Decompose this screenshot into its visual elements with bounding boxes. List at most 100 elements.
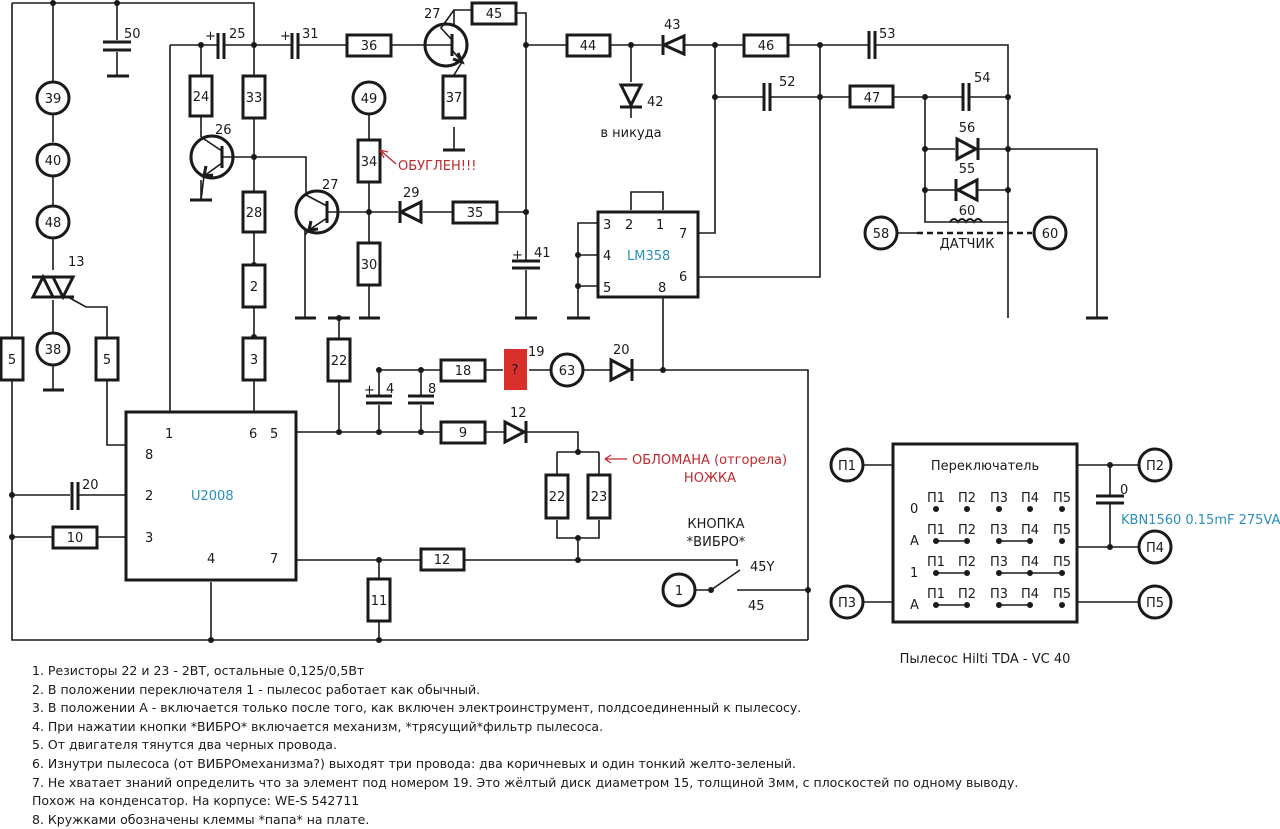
resistor-34: 34 bbox=[356, 138, 382, 184]
switch-contact bbox=[1027, 506, 1033, 512]
switch-contact bbox=[933, 570, 939, 576]
svg-text:3: 3 bbox=[145, 531, 153, 546]
svg-text:63: 63 bbox=[559, 364, 576, 379]
resistor-3: 3 bbox=[241, 336, 267, 382]
svg-text:29: 29 bbox=[403, 186, 420, 201]
diode-29: 29 bbox=[397, 186, 423, 225]
switch-pin-label: П1 bbox=[927, 587, 945, 602]
svg-text:43: 43 bbox=[664, 18, 681, 33]
svg-text:П3: П3 bbox=[838, 596, 856, 611]
svg-text:12: 12 bbox=[434, 553, 451, 568]
resistor-12: 12 bbox=[419, 547, 466, 572]
resistor-22-parallel: 22 bbox=[544, 473, 570, 520]
svg-text:58: 58 bbox=[873, 227, 890, 242]
terminal-49: 49 bbox=[351, 80, 387, 116]
svg-text:в никуда: в никуда bbox=[600, 126, 661, 141]
svg-text:KBN1560 0.15mF 275VAC: KBN1560 0.15mF 275VAC bbox=[1121, 513, 1280, 528]
note-line: 8. Кружками обозначены клеммы *папа* на … bbox=[32, 811, 370, 827]
switch-contact bbox=[933, 506, 939, 512]
resistor-5-left: 5 bbox=[0, 336, 25, 382]
note-line: 1. Резисторы 22 и 23 - 2ВТ, остальные 0,… bbox=[32, 663, 365, 678]
switch-contact bbox=[1059, 570, 1065, 576]
svg-text:11: 11 bbox=[371, 594, 388, 609]
svg-text:31: 31 bbox=[302, 27, 319, 42]
svg-text:18: 18 bbox=[455, 364, 472, 379]
resistor-36: 36 bbox=[345, 33, 393, 58]
svg-text:0: 0 bbox=[1120, 483, 1128, 498]
resistor-22: 22 bbox=[326, 337, 352, 383]
terminal-60: 60 bbox=[1032, 215, 1068, 251]
capacitor-50: 50 bbox=[103, 27, 141, 52]
svg-text:5: 5 bbox=[8, 353, 16, 368]
switch-contact bbox=[996, 602, 1002, 608]
switch-contact bbox=[996, 506, 1002, 512]
svg-text:8: 8 bbox=[658, 281, 666, 296]
svg-text:36: 36 bbox=[361, 39, 378, 54]
svg-text:20: 20 bbox=[613, 343, 630, 358]
svg-text:8: 8 bbox=[145, 448, 153, 463]
switch-pin-label: П4 bbox=[1021, 523, 1039, 538]
switch-contact bbox=[1059, 538, 1065, 544]
svg-text:53: 53 bbox=[879, 27, 896, 42]
terminal-38: 38 bbox=[35, 331, 71, 367]
svg-text:6: 6 bbox=[249, 427, 257, 442]
svg-text:4: 4 bbox=[386, 382, 394, 397]
note-line: 4. При нажатии кнопки *ВИБРО* включается… bbox=[32, 718, 604, 734]
capacitor-4: +4 bbox=[364, 382, 394, 405]
svg-text:3: 3 bbox=[603, 218, 611, 233]
svg-text:5: 5 bbox=[270, 427, 278, 442]
svg-text:5: 5 bbox=[103, 353, 111, 368]
switch-position-label: A bbox=[910, 598, 919, 613]
svg-text:39: 39 bbox=[45, 92, 62, 107]
svg-text:24: 24 bbox=[193, 90, 210, 105]
note-line: 2. В положении переключателя 1 - пылесос… bbox=[32, 681, 481, 697]
svg-text:45Y: 45Y bbox=[750, 560, 775, 575]
resistor-18: 18 bbox=[439, 358, 487, 383]
svg-text:2: 2 bbox=[145, 489, 153, 504]
svg-text:ОБЛОМАНА (отгорела): ОБЛОМАНА (отгорела) bbox=[632, 453, 787, 468]
resistor-45: 45 bbox=[470, 1, 518, 26]
terminal-p4: П4 bbox=[1137, 529, 1173, 565]
capacitors: 50 +25 +31 53 52 54 +41 +4 8 20 0 bbox=[70, 27, 1128, 510]
svg-text:8: 8 bbox=[428, 382, 436, 397]
resistor-23: 23 bbox=[586, 473, 612, 520]
svg-text:12: 12 bbox=[510, 406, 527, 421]
transistors: 27 26 27 bbox=[189, 7, 469, 236]
switch-pin-label: П3 bbox=[990, 555, 1008, 570]
resistor-30: 30 bbox=[356, 241, 382, 287]
switch-position-label: 0 bbox=[910, 502, 918, 517]
note-line: 7. Не хватает знаний определить что за э… bbox=[32, 774, 1019, 790]
svg-text:КНОПКА: КНОПКА bbox=[687, 517, 744, 532]
switch-pin-label: П4 bbox=[1021, 491, 1039, 506]
svg-text:1: 1 bbox=[656, 218, 664, 233]
diode-55: 55 bbox=[954, 162, 979, 203]
svg-text:47: 47 bbox=[864, 91, 881, 106]
terminal-48: 48 bbox=[35, 204, 71, 240]
svg-text:Переключатель: Переключатель bbox=[931, 459, 1039, 474]
svg-text:41: 41 bbox=[534, 246, 551, 261]
terminal-39: 39 bbox=[35, 80, 71, 116]
svg-text:7: 7 bbox=[679, 227, 687, 242]
svg-text:45: 45 bbox=[486, 7, 503, 22]
resistor-46: 46 bbox=[742, 33, 790, 58]
capacitor-31: +31 bbox=[280, 27, 319, 59]
svg-text:6: 6 bbox=[679, 270, 687, 285]
switch-pin-label: П1 bbox=[927, 555, 945, 570]
resistor-44: 44 bbox=[565, 33, 612, 58]
switch-pin-label: П5 bbox=[1053, 555, 1071, 570]
svg-text:48: 48 bbox=[45, 216, 62, 231]
note-line: 3. В положении А - включается только пос… bbox=[32, 700, 802, 716]
svg-text:1: 1 bbox=[675, 584, 683, 599]
ic-u2008: 1 6 5 8 2 U2008 3 4 7 bbox=[124, 410, 298, 582]
switch-pin-label: П1 bbox=[927, 491, 945, 506]
svg-text:56: 56 bbox=[959, 121, 976, 136]
svg-text:27: 27 bbox=[424, 7, 441, 22]
svg-text:30: 30 bbox=[361, 258, 378, 273]
diode-20: 20 bbox=[609, 343, 634, 383]
svg-text:52: 52 bbox=[779, 75, 796, 90]
svg-text:28: 28 bbox=[246, 206, 263, 221]
svg-text:НОЖКА: НОЖКА bbox=[684, 471, 736, 486]
